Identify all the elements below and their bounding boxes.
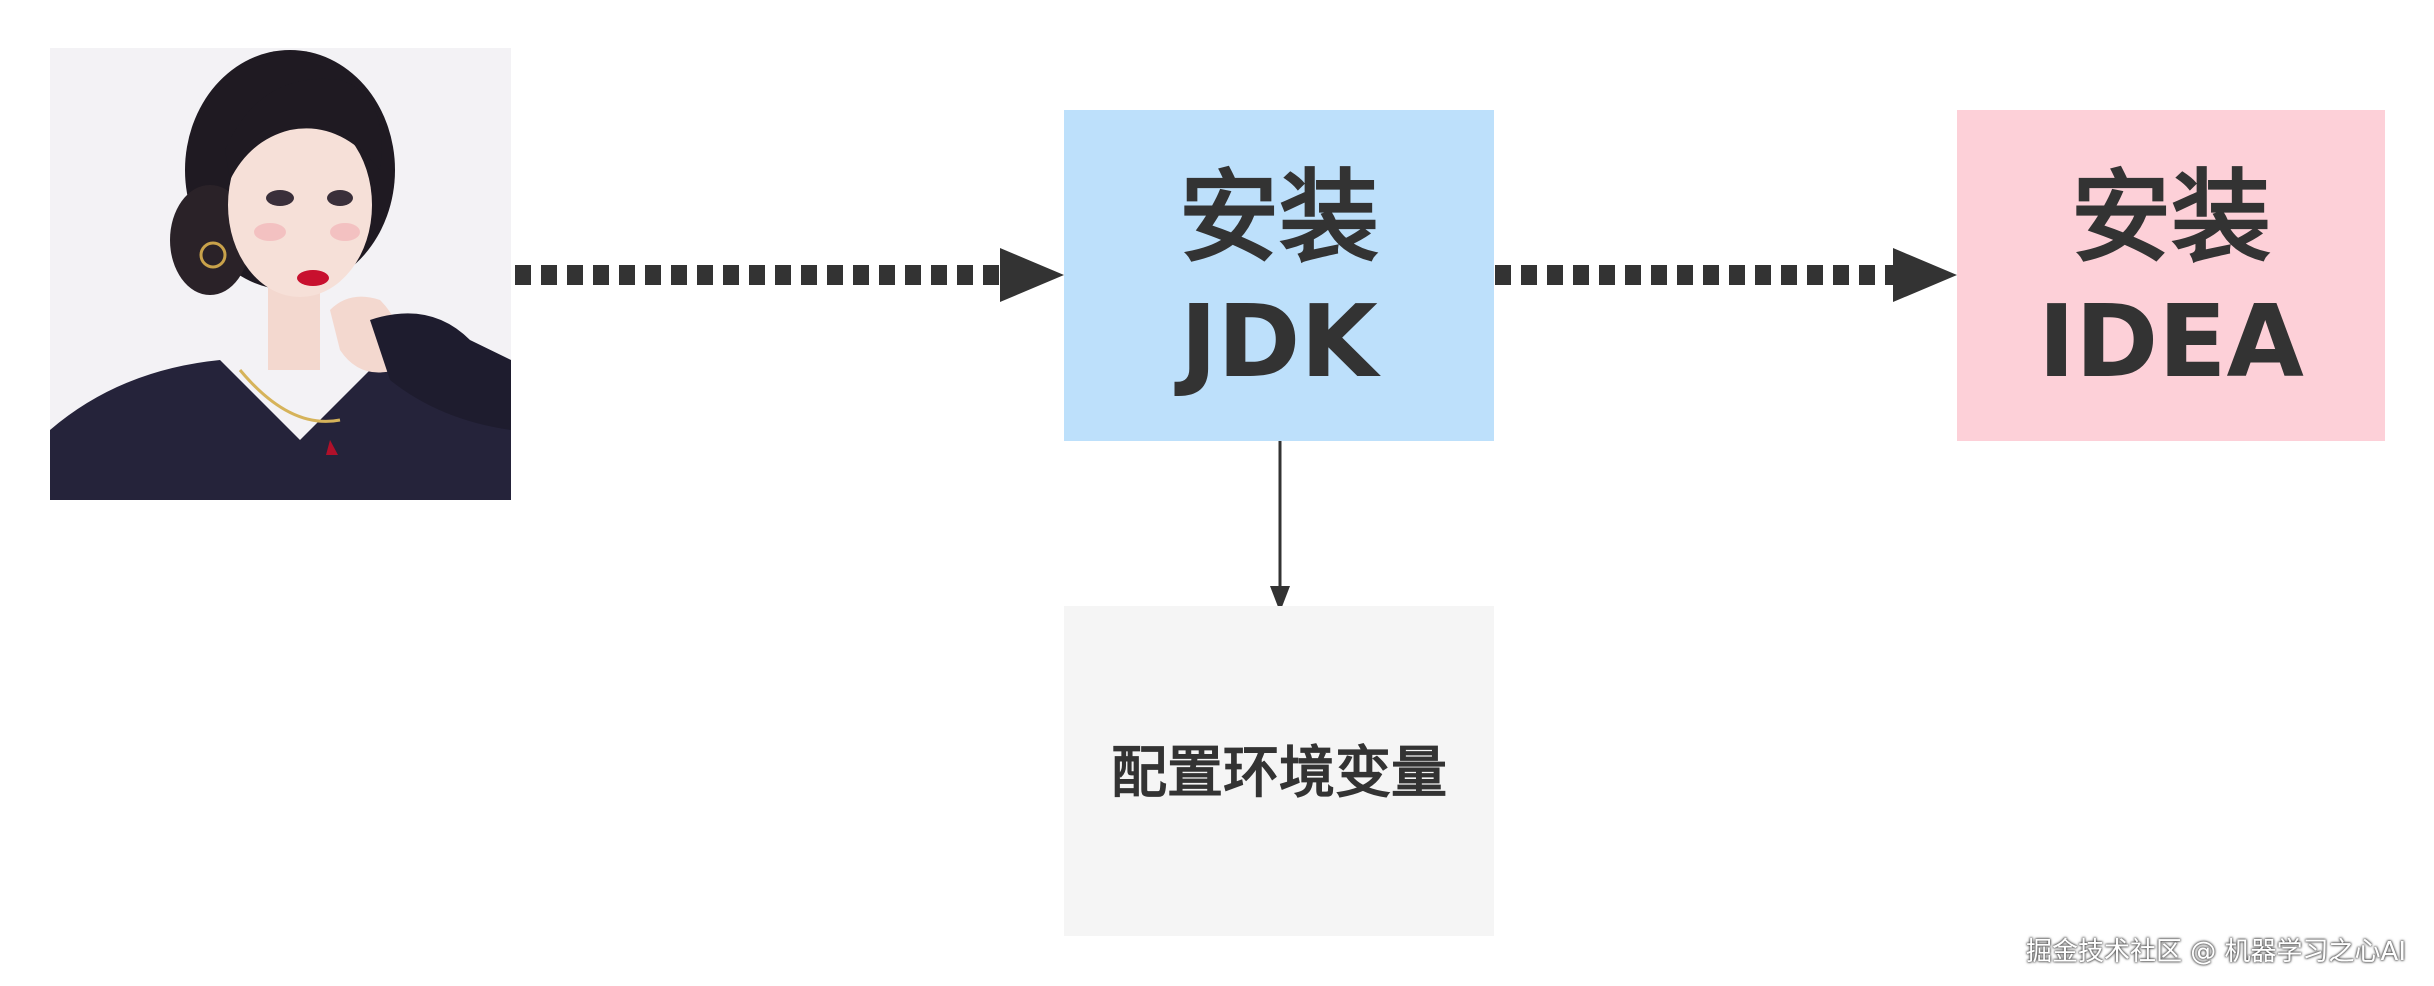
arrowhead-icon (1000, 248, 1064, 302)
node-configure-env: 配置环境变量 (1064, 606, 1494, 936)
node-install-idea-line1: 安装 (2071, 159, 2271, 276)
node-configure-env-label: 配置环境变量 (1111, 741, 1447, 806)
arrowhead-icon (1893, 248, 1957, 302)
node-install-jdk-line1: 安装 (1179, 159, 1379, 276)
avatar-image (50, 48, 511, 500)
node-install-idea: 安装 IDEA (1957, 110, 2385, 441)
node-install-jdk: 安装 JDK (1064, 110, 1494, 441)
node-install-idea-line2: IDEA (2038, 283, 2304, 400)
arrowhead-icon (1270, 586, 1290, 612)
edge-avatar-to-jdk (515, 248, 1064, 302)
watermark: 掘金技术社区 @ 机器学习之心AI (2026, 937, 2406, 967)
edge-jdk-to-env (1270, 441, 1290, 612)
edge-jdk-to-idea (1495, 248, 1957, 302)
node-install-jdk-line2: JDK (1174, 283, 1381, 400)
